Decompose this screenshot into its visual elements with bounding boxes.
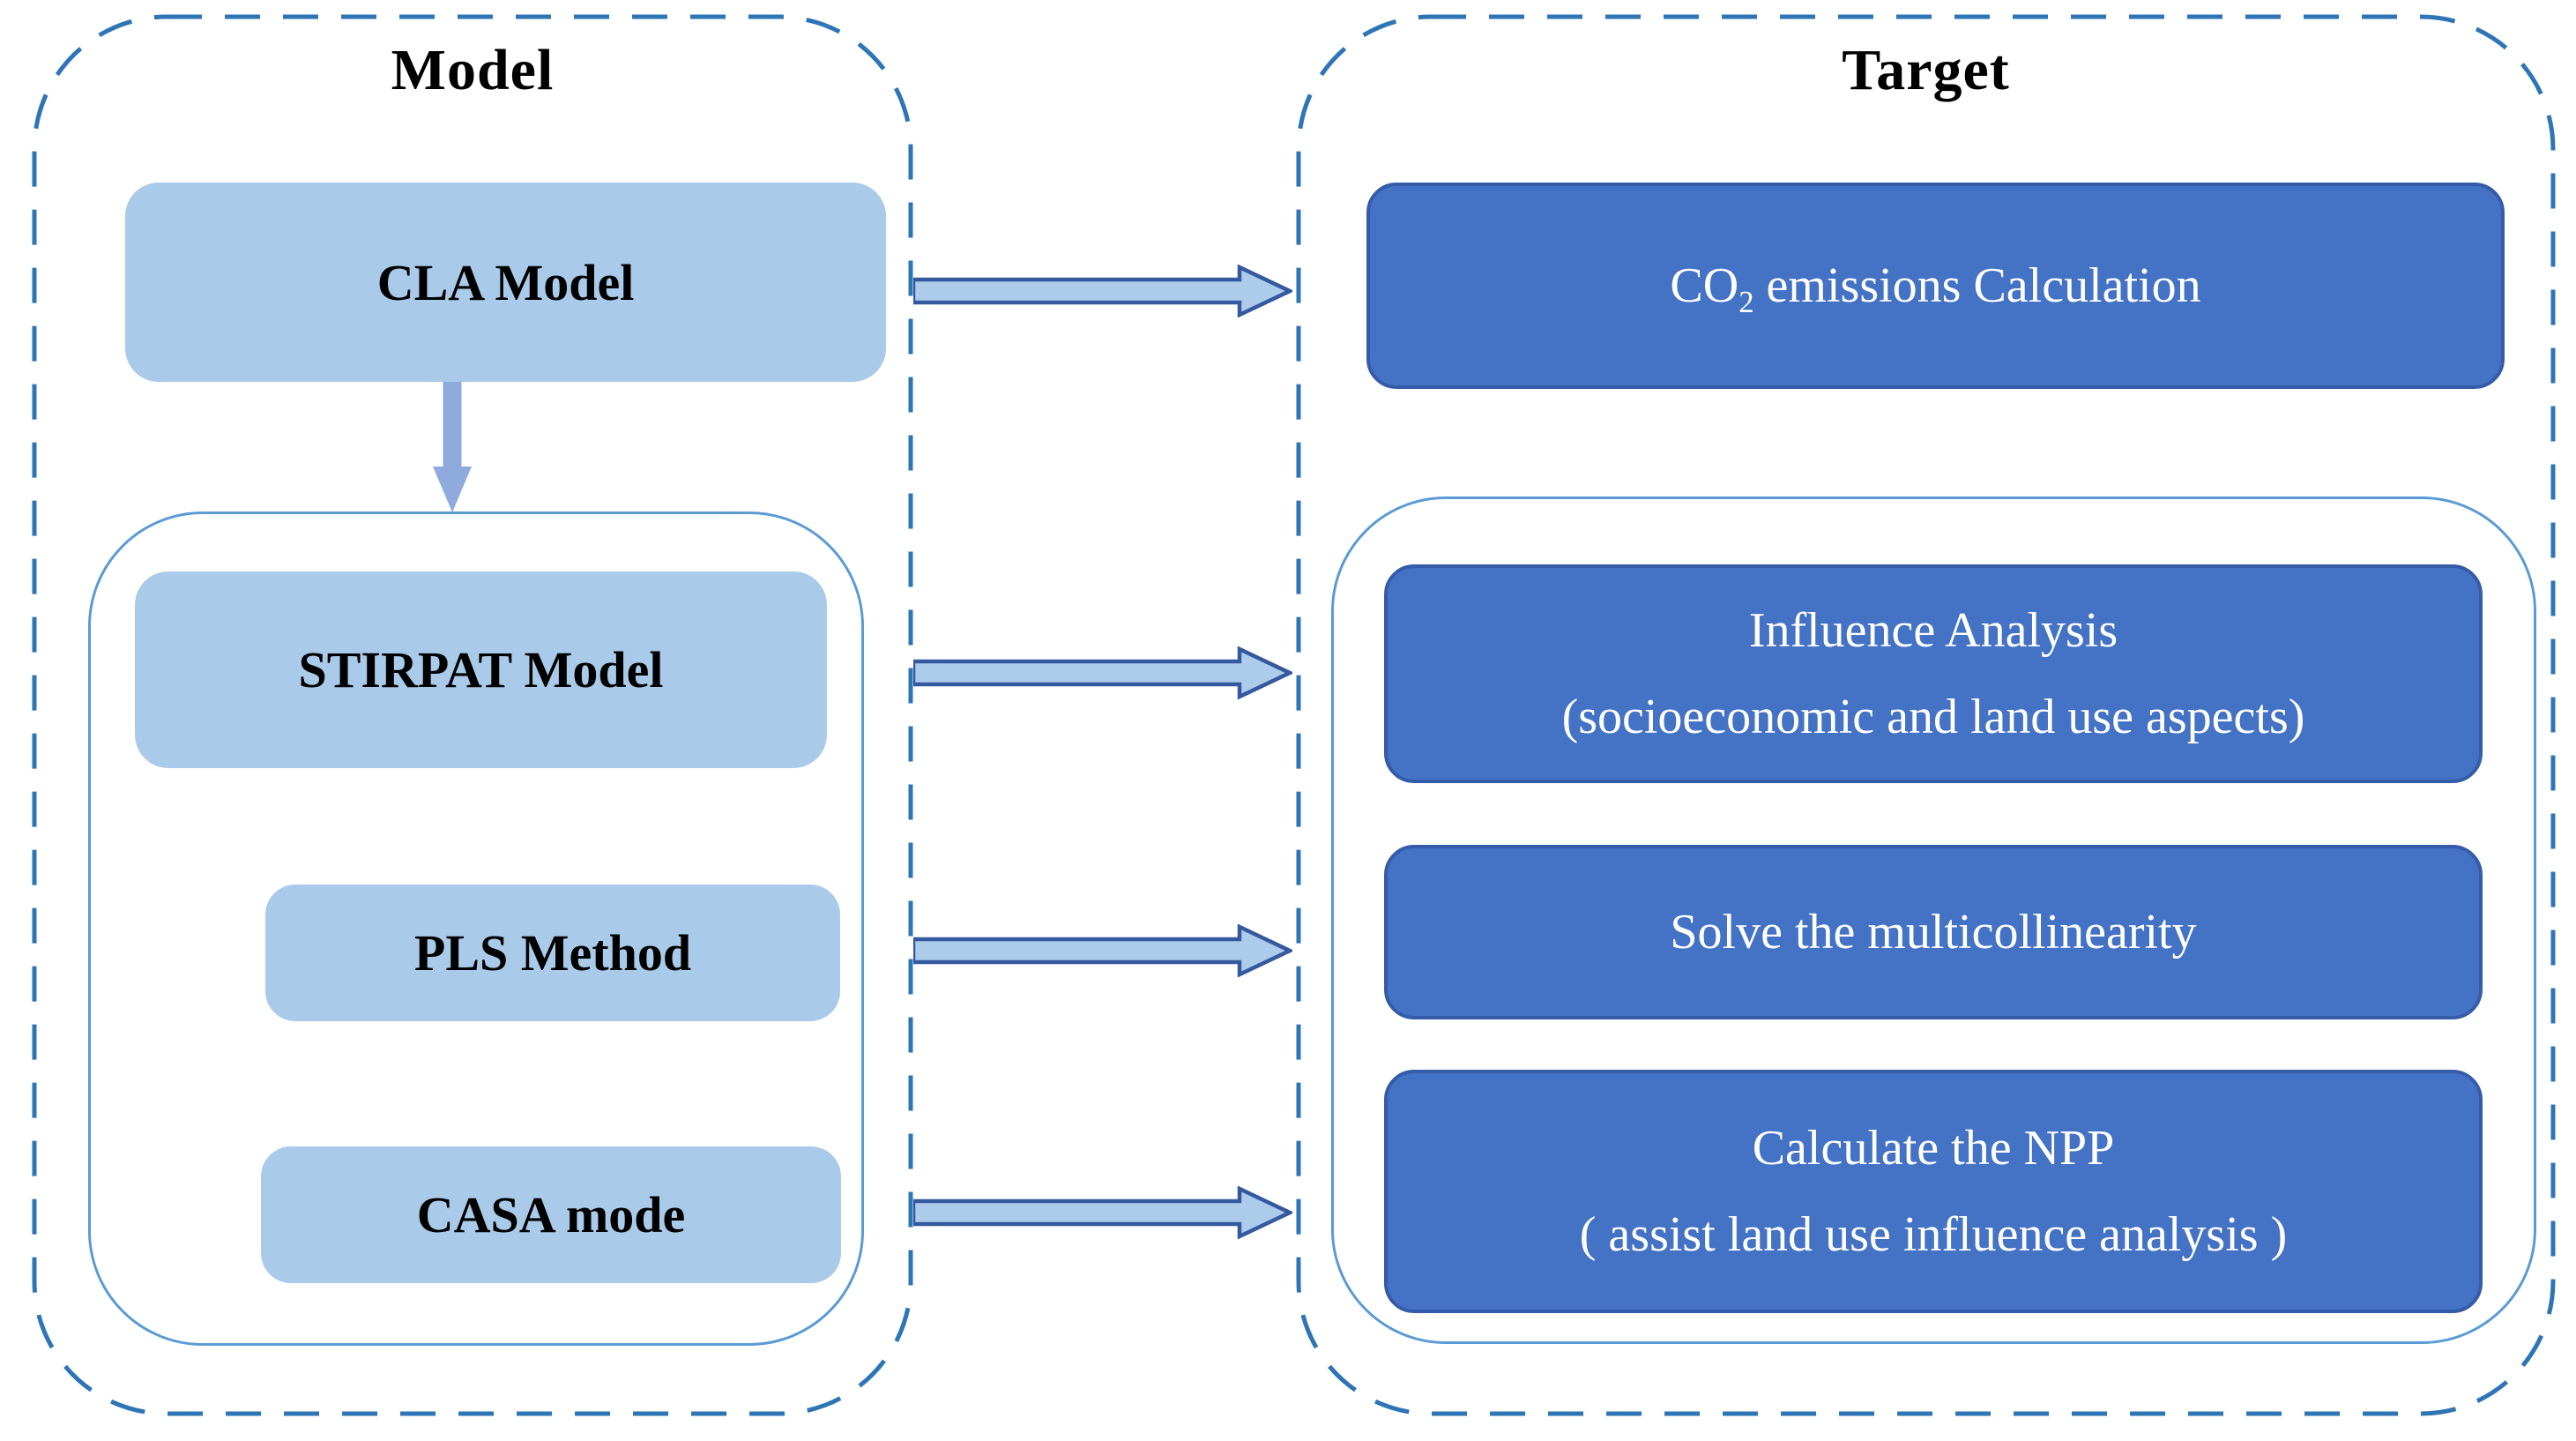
target-panel-title: Target (1842, 38, 2010, 102)
solve-multicollinearity-label: Solve the multicollinearity (1670, 905, 2197, 959)
casa-mode-label: CASA mode (416, 1186, 686, 1243)
solve-multicollinearity-box: Solve the multicollinearity (1384, 845, 2483, 1019)
model-panel: Model CLA Model STIRPAT Model PLS Method… (32, 14, 913, 1416)
model-panel-title: Model (391, 38, 555, 102)
co2-subscript: 2 (1738, 285, 1754, 320)
influence-analysis-box: Influence Analysis (socioeconomic and la… (1384, 564, 2483, 783)
influence-analysis-line2: (socioeconomic and land use aspects) (1561, 690, 2305, 744)
co2-suffix: emissions Calculation (1753, 258, 2201, 313)
influence-analysis-line1: Influence Analysis (1748, 603, 2118, 658)
co2-prefix: CO (1670, 258, 1739, 313)
pls-method-box: PLS Method (265, 885, 840, 1021)
model-inner-group: STIRPAT Model PLS Method CASA mode (88, 511, 864, 1346)
down-arrow-icon (433, 382, 472, 512)
right-arrow-icon-cla-to-co2 (913, 265, 1292, 317)
target-inner-group: Influence Analysis (socioeconomic and la… (1331, 497, 2536, 1344)
co2-emissions-box: CO2 emissions Calculation (1366, 183, 2505, 389)
calculate-npp-line1: Calculate the NPP (1752, 1121, 2115, 1176)
target-panel: Target CO2 emissions Calculation Influen… (1296, 14, 2556, 1416)
calculate-npp-line2: ( assist land use influence analysis ) (1579, 1207, 2288, 1262)
cla-model-label: CLA Model (376, 253, 635, 311)
calculate-npp-box: Calculate the NPP ( assist land use infl… (1384, 1070, 2483, 1313)
cla-model-box: CLA Model (125, 183, 886, 382)
stirpat-model-box: STIRPAT Model (135, 571, 827, 768)
right-arrow-icon-stirpat-to-influence (913, 646, 1292, 699)
right-arrow-icon-pls-to-solve (913, 924, 1292, 977)
co2-emissions-label: CO2 emissions Calculation (1670, 243, 2200, 329)
stirpat-model-label: STIRPAT Model (298, 641, 664, 698)
casa-mode-box: CASA mode (261, 1146, 841, 1283)
right-arrow-icon-casa-to-npp (913, 1186, 1292, 1239)
pls-method-label: PLS Method (413, 924, 692, 982)
